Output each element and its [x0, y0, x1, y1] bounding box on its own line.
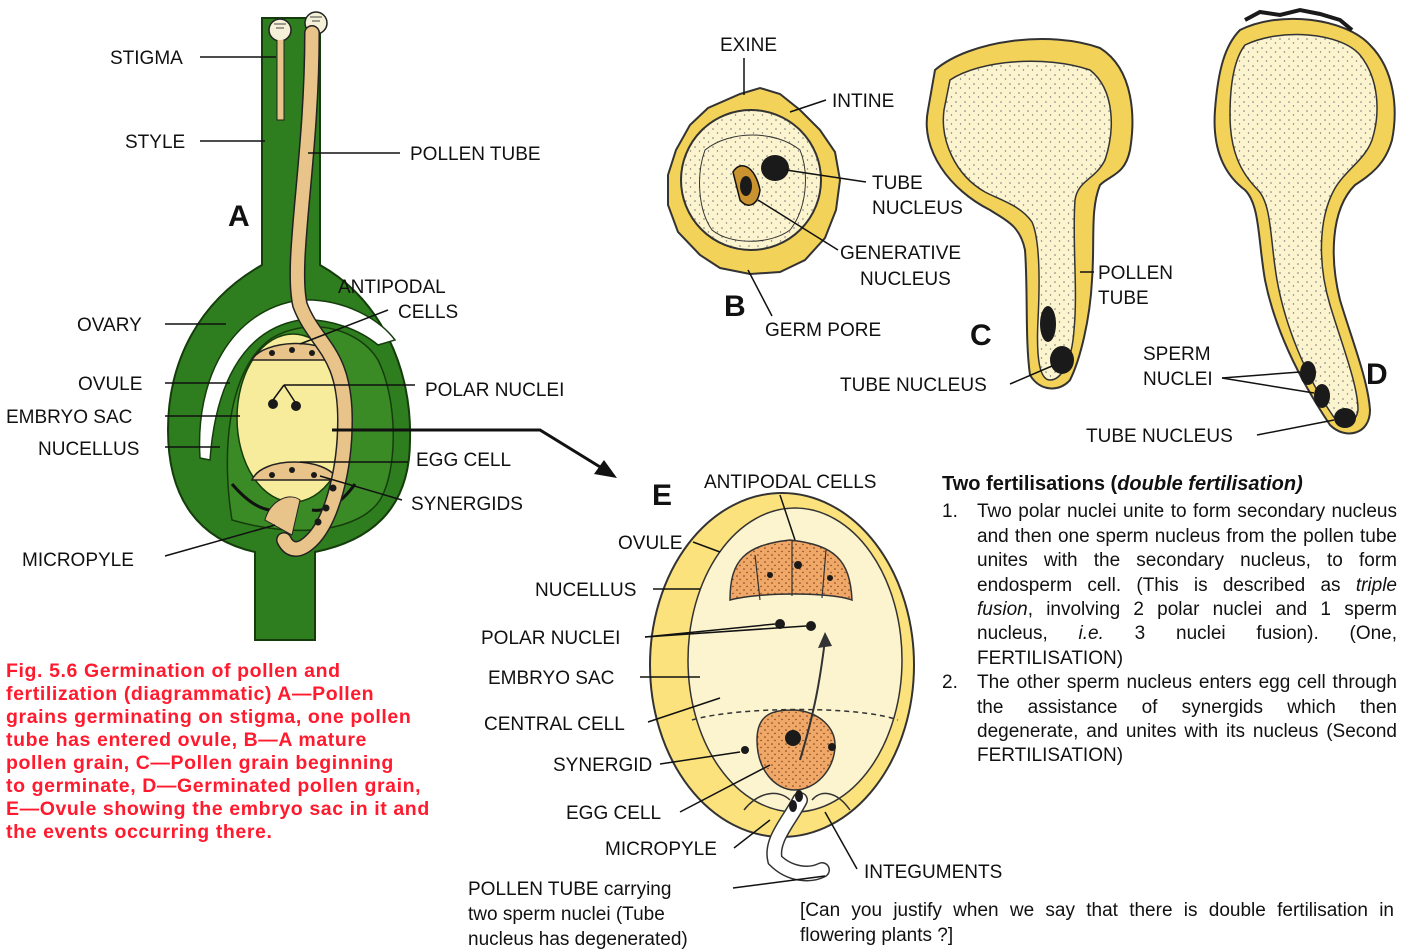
label-polar-nuclei-e: POLAR NUCLEI	[481, 628, 620, 649]
label-germ-pore: GERM PORE	[765, 320, 881, 341]
label-sperm-nuclei-1: SPERM	[1143, 344, 1211, 365]
label-synergid: SYNERGID	[553, 755, 652, 776]
label-pollen-tube-a: POLLEN TUBE	[410, 144, 541, 165]
list-text: Two polar nuclei unite to form secondary…	[977, 500, 1397, 671]
label-embryo-sac-e: EMBRYO SAC	[488, 668, 614, 689]
title-plain: Two fertilisations (	[942, 473, 1117, 495]
label-egg-cell-e: EGG CELL	[566, 803, 661, 824]
item1-part-a: Two polar nuclei unite to form secondary…	[977, 501, 1397, 595]
label-egg-cell-a: EGG CELL	[416, 450, 511, 471]
panel-e-letter: E	[652, 479, 672, 512]
figure-caption: Fig. 5.6 Germination of pollen and ferti…	[6, 660, 451, 844]
label-embryo-sac-a: EMBRYO SAC	[6, 407, 132, 428]
label-pollen-tube-c-1: POLLEN	[1098, 263, 1173, 284]
panel-d-letter: D	[1366, 358, 1388, 391]
caption-line: Fig. 5.6 Germination of pollen and	[6, 660, 451, 683]
caption-line: pollen grain, C—Pollen grain beginning	[6, 752, 451, 775]
label-pollen-tube-e-3: nucleus has degenerated)	[468, 929, 688, 950]
label-micropyle-a: MICROPYLE	[22, 550, 134, 571]
panel-c-letter: C	[970, 319, 992, 352]
label-intine: INTINE	[832, 91, 894, 112]
diagram-b-pollen-grain	[668, 84, 840, 274]
label-pollen-tube-e-1: POLLEN TUBE carrying	[468, 879, 671, 900]
double-fertilisation-section: Two fertilisations (double fertilisation…	[942, 472, 1397, 769]
list-item: 2. The other sperm nucleus enters egg ce…	[942, 671, 1397, 769]
label-stigma: STIGMA	[110, 48, 183, 69]
label-central-cell: CENTRAL CELL	[484, 714, 625, 735]
label-generative-nucleus-1: GENERATIVE	[840, 243, 961, 264]
caption-line: tube has entered ovule, B—A mature	[6, 729, 451, 752]
label-ovule-e: OVULE	[618, 533, 682, 554]
label-tube-nucleus-c: TUBE NUCLEUS	[840, 375, 987, 396]
list-number: 1.	[942, 500, 977, 671]
label-pollen-tube-c-2: TUBE	[1098, 288, 1149, 309]
label-tube-nucleus-d: TUBE NUCLEUS	[1086, 426, 1233, 447]
justification-question: [Can you justify when we say that there …	[800, 898, 1394, 948]
label-antipodal-a-2: CELLS	[398, 302, 458, 323]
title-italic: double fertilisation)	[1117, 473, 1303, 495]
caption-line: grains germinating on stigma, one pollen	[6, 706, 451, 729]
label-synergids: SYNERGIDS	[411, 494, 523, 515]
list-item: 1. Two polar nuclei unite to form second…	[942, 500, 1397, 671]
label-micropyle-e: MICROPYLE	[605, 839, 717, 860]
label-ovule-a: OVULE	[78, 374, 142, 395]
caption-line: E—Ovule showing the embryo sac in it and	[6, 798, 451, 821]
label-exine: EXINE	[720, 35, 777, 56]
label-integuments: INTEGUMENTS	[864, 862, 1002, 883]
caption-line: to germinate, D—Germinated pollen grain,	[6, 775, 451, 798]
label-pollen-tube-e-2: two sperm nuclei (Tube	[468, 904, 665, 925]
label-antipodal-a-1: ANTIPODAL	[338, 277, 446, 298]
label-nucellus-a: NUCELLUS	[38, 439, 139, 460]
list-text: The other sperm nucleus enters egg cell …	[977, 671, 1397, 769]
label-tube-nucleus-b-1: TUBE	[872, 173, 923, 194]
label-style: STYLE	[125, 132, 185, 153]
diagram-a-pistil	[168, 12, 410, 640]
caption-line: the events occurring there.	[6, 821, 451, 844]
panel-b-letter: B	[724, 290, 746, 323]
label-ovary: OVARY	[77, 315, 142, 336]
diagram-e-ovule	[650, 493, 914, 873]
label-tube-nucleus-b-2: NUCLEUS	[872, 198, 963, 219]
item1-italic-2: i.e.	[1079, 623, 1104, 644]
label-generative-nucleus-2: NUCLEUS	[860, 269, 951, 290]
label-sperm-nuclei-2: NUCLEI	[1143, 369, 1213, 390]
label-polar-nuclei-a: POLAR NUCLEI	[425, 380, 564, 401]
list-number: 2.	[942, 671, 977, 769]
double-fertilisation-title: Two fertilisations (double fertilisation…	[942, 472, 1397, 496]
label-antipodal-cells-e: ANTIPODAL CELLS	[704, 472, 876, 493]
label-nucellus-e: NUCELLUS	[535, 580, 636, 601]
panel-a-letter: A	[228, 200, 250, 233]
caption-line: fertilization (diagrammatic) A—Pollen	[6, 683, 451, 706]
